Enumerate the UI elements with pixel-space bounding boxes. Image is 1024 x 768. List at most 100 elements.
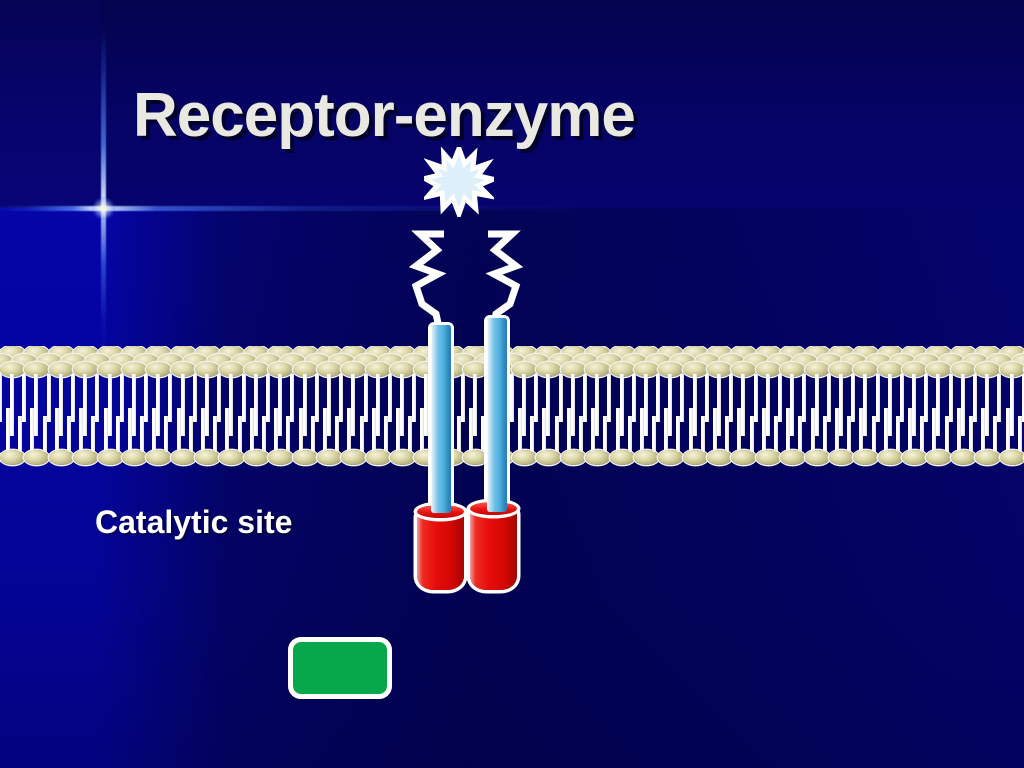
phospholipid-tail <box>822 416 827 452</box>
phospholipid-tail <box>932 408 937 452</box>
phospholipid-tail <box>664 408 669 452</box>
phospholipid-tail <box>522 374 526 436</box>
phospholipid-tail <box>473 374 478 436</box>
phospholipid-tail <box>717 374 722 436</box>
phospholipid-head <box>487 450 513 465</box>
phospholipid-head <box>512 362 537 377</box>
phospholipid-tail <box>749 416 754 452</box>
phospholipid-tail <box>973 374 978 422</box>
green-legend-box[interactable] <box>288 637 392 699</box>
phospholipid-head <box>268 450 294 465</box>
phospholipid-tail <box>656 374 661 422</box>
phospholipid-tail <box>266 374 270 422</box>
phospholipid-tail <box>176 408 181 452</box>
phospholipid-head <box>902 450 928 465</box>
phospholipid-tail <box>615 408 620 452</box>
phospholipid-tail <box>363 374 368 422</box>
phospholipid-tail <box>213 416 218 452</box>
phospholipid-tail <box>912 374 917 436</box>
phospholipid-tail <box>639 408 644 452</box>
phospholipid-tail <box>168 374 173 422</box>
phospholipid-tail <box>225 408 230 452</box>
phospholipid-head <box>658 362 684 377</box>
phospholipid-tail <box>871 416 876 452</box>
phospholipid-tail <box>383 416 388 452</box>
phospholipid-tail <box>83 374 88 436</box>
phospholipid-head <box>463 362 489 377</box>
phospholipid-tail <box>786 408 791 452</box>
phospholipid-tail <box>359 416 364 452</box>
phospholipid-head <box>755 450 781 465</box>
phospholipid-tail <box>802 374 807 422</box>
phospholipid-head <box>682 362 708 377</box>
phospholipid-head <box>97 362 123 377</box>
phospholipid-tail <box>790 374 795 436</box>
phospholipid-tail <box>542 408 547 452</box>
phospholipid-head <box>975 450 1001 465</box>
phospholipid-tail <box>485 374 490 422</box>
phospholipid-head <box>999 362 1024 377</box>
phospholipid-tail <box>322 408 327 452</box>
phospholipid-tail <box>335 416 340 452</box>
phospholipid-tail <box>578 416 583 452</box>
phospholipid-tail <box>22 374 27 422</box>
phospholipid-head <box>828 450 854 465</box>
phospholipid-tail <box>298 408 303 452</box>
phospholipid-tail <box>180 374 185 436</box>
phospholipid-tail <box>249 408 254 452</box>
phospholipid-tail <box>241 374 246 422</box>
phospholipid-tail <box>838 374 843 436</box>
phospholipid-tail <box>310 416 315 452</box>
phospholipid-tail <box>554 416 559 452</box>
phospholipid-tail <box>631 374 636 422</box>
phospholipid-tail <box>956 408 961 452</box>
background-left-seam <box>0 0 99 208</box>
phospholipid-tail <box>566 408 571 452</box>
phospholipid-tail <box>262 416 266 452</box>
phospholipid-tail <box>981 408 986 452</box>
phospholipid-tail <box>0 374 2 422</box>
phospholipid-tail <box>753 374 758 422</box>
phospholipid-tail <box>713 408 718 452</box>
phospholipid-head <box>219 362 245 377</box>
phospholipid-head <box>877 362 903 377</box>
phospholipid-head <box>243 450 269 465</box>
phospholipid-head <box>585 450 611 465</box>
phospholipid-tail <box>339 374 344 422</box>
phospholipid-head <box>633 362 659 377</box>
phospholipid-bilayer <box>0 346 1024 478</box>
phospholipid-head <box>633 450 659 465</box>
background-upper-band <box>0 0 1024 208</box>
phospholipid-tail <box>704 374 709 422</box>
phospholipid-head <box>365 450 391 465</box>
phospholipid-head <box>0 450 25 465</box>
phospholipid-tail <box>530 416 535 452</box>
phospholipid-tail <box>217 374 222 422</box>
phospholipid-tail <box>444 408 449 452</box>
phospholipid-head <box>609 362 635 377</box>
phospholipid-tail <box>400 374 405 436</box>
phospholipid-head <box>195 450 221 465</box>
phospholipid-tail <box>54 408 59 452</box>
phospholipid-tail <box>798 416 803 452</box>
phospholipid-tail <box>326 374 331 436</box>
phospholipid-tail <box>1009 374 1014 436</box>
phospholipid-head <box>414 450 440 465</box>
phospholipid-tail <box>997 374 1002 422</box>
phospholipid-tail <box>668 374 673 436</box>
phospholipid-head <box>707 450 733 465</box>
phospholipid-head <box>609 450 635 465</box>
catalytic-site-label: Catalytic site <box>95 504 293 540</box>
phospholipid-head <box>536 450 562 465</box>
phospholipid-head <box>975 362 1001 377</box>
phospholipid-tail <box>201 408 206 452</box>
phospholipid-tail <box>188 416 193 452</box>
phospholipid-tail <box>570 374 575 436</box>
phospholipid-head <box>341 362 367 377</box>
phospholipid-head <box>316 450 342 465</box>
phospholipid-tail <box>152 408 157 452</box>
phospholipid-tail <box>826 374 831 422</box>
phospholipid-tail <box>960 374 965 436</box>
phospholipid-head <box>560 450 586 465</box>
phospholipid-tail <box>164 416 169 452</box>
